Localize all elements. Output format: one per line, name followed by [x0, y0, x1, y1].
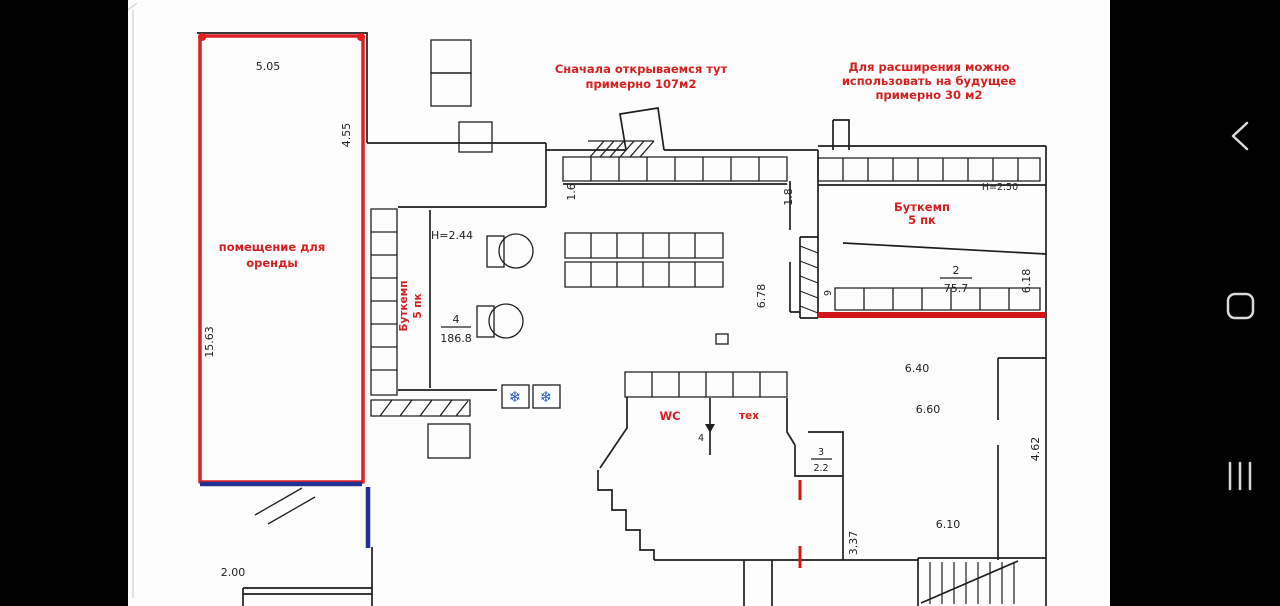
marker-dot-left: [198, 33, 206, 41]
round-table-2-bench: [476, 305, 495, 338]
round-table-1: [498, 233, 534, 269]
height-2-44: H=2.44: [431, 229, 473, 242]
open-here-line1: Сначала открываемся тут: [555, 62, 728, 76]
snowflake-icon: ❄: [540, 388, 553, 406]
dim-6-10: 6.10: [936, 518, 961, 531]
dim-1-8: 1.8: [782, 188, 795, 206]
dim-4-55: 4.55: [340, 123, 353, 148]
dim-5-05: 5.05: [256, 60, 281, 73]
paper-edge: [127, 2, 138, 598]
table-row-wc: [624, 371, 788, 398]
expansion-line1: Для расширения можно: [848, 60, 1009, 74]
ac-unit-1: [501, 384, 530, 409]
back-icon[interactable]: [1231, 121, 1249, 151]
dim-6-18: 6.18: [1020, 269, 1033, 294]
ac-unit-2: [532, 384, 561, 409]
red-marker-shapes: [198, 33, 1046, 568]
bootcamp-right-line1: Буткемп: [894, 200, 950, 214]
dim-6-78: 6.78: [755, 284, 768, 309]
column-box: [715, 333, 729, 345]
dim-6-60: 6.60: [916, 403, 941, 416]
wc-label: WC: [659, 409, 680, 423]
door-dim-4: 4: [698, 433, 704, 444]
table-row-right: [834, 287, 1041, 311]
home-icon[interactable]: [1226, 292, 1255, 320]
hatch-stairs: [588, 140, 655, 158]
height-2-50: Н=2.50: [982, 182, 1018, 193]
open-here-line2: примерно 107м2: [586, 77, 697, 91]
bootcamp-right-line2: 5 пк: [908, 213, 936, 227]
shelf-strip: [370, 208, 398, 396]
dim-9: 9: [823, 290, 834, 296]
plan-labels: 5.05 4.55 15.63 2.00 помещение для оренд…: [203, 60, 1042, 579]
snowflake-icon: ❄: [509, 388, 522, 406]
room2-number: 2: [953, 264, 960, 277]
dim-6-40: 6.40: [905, 362, 930, 375]
marker-dot-right: [357, 33, 365, 41]
recents-icon[interactable]: [1228, 461, 1252, 491]
fraction-bars: [441, 277, 972, 460]
rental-label-line2: оренды: [246, 256, 298, 270]
small-cabinet: [427, 423, 471, 459]
rental-label-line1: помещение для: [219, 240, 325, 254]
furniture: [370, 39, 1041, 460]
table-row-top-right: [817, 157, 1041, 182]
android-nav-bar: [1226, 121, 1255, 491]
dim-4-62: 4.62: [1029, 437, 1042, 462]
round-table-1-bench: [486, 235, 505, 268]
storage-box-3: [458, 121, 493, 153]
expansion-line3: примерно 30 м2: [876, 88, 983, 102]
expansion-line2: использовать на будущее: [842, 74, 1017, 88]
tech-label: тех: [739, 410, 759, 422]
room4-number: 4: [453, 313, 460, 326]
bootcamp-left-line1: Буткемп: [398, 280, 410, 331]
rental-area-outline: [198, 34, 365, 484]
room2-area: 75.7: [944, 282, 969, 295]
table-row-middle-1: [564, 232, 724, 259]
storage-box-2: [430, 72, 472, 107]
room3-number: 3: [818, 447, 824, 458]
room3-area: 2.2: [813, 463, 828, 474]
dim-2-00: 2.00: [221, 566, 246, 579]
blue-marker-shapes: [200, 481, 371, 548]
hatched-counter: [370, 399, 471, 417]
scanned-paper: [128, 0, 1110, 606]
door-arrow: [705, 424, 715, 433]
dim-3-37: 3.37: [847, 531, 860, 556]
round-table-2: [488, 303, 524, 339]
dim-1-6: 1.6: [565, 183, 578, 201]
table-row-middle-2: [564, 261, 724, 288]
bootcamp-left-line2: 5 пк: [412, 293, 424, 318]
table-row-top-center: [562, 156, 788, 182]
dim-15-63: 15.63: [203, 326, 216, 358]
room4-area: 186.8: [440, 332, 472, 345]
